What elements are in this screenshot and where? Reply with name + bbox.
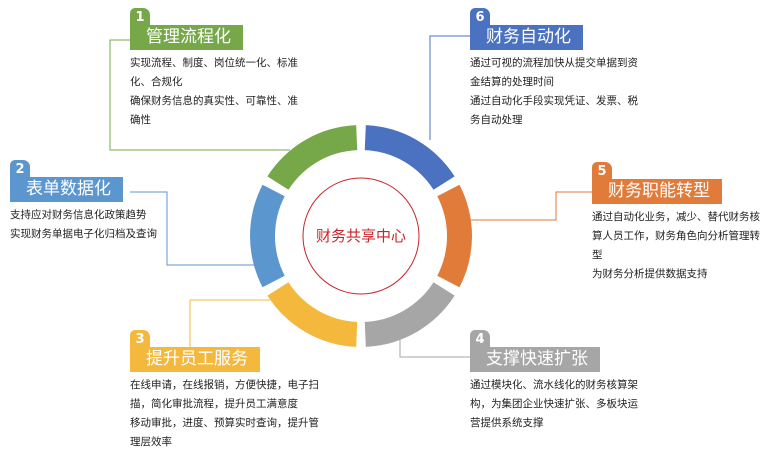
description-line: 理层效率 bbox=[130, 436, 172, 448]
feature-title: 管理流程化 bbox=[130, 25, 243, 50]
donut-segment-3 bbox=[267, 282, 358, 347]
feature-title: 财务职能转型 bbox=[592, 179, 722, 204]
description-line: 在线申请，在线报销，方便快捷，电子扫 bbox=[130, 379, 319, 391]
description-line: 通过可视的流程加快从提交单据到资 bbox=[470, 57, 638, 69]
connector-1 bbox=[109, 39, 290, 151]
donut-segment-5 bbox=[437, 184, 472, 288]
donut-segment-4 bbox=[364, 282, 455, 347]
feature-description: 支持应对财务信息化政策趋势实现财务单据电子化归档及查询 bbox=[10, 206, 157, 244]
donut-segment-2 bbox=[250, 184, 285, 288]
description-line: 支持应对财务信息化政策趋势 bbox=[10, 209, 147, 221]
description-line: 算人员工作，财务角色向分析管理转 bbox=[592, 230, 760, 242]
description-line: 通过模块化、流水线化的财务核算架 bbox=[470, 379, 638, 391]
feature-title: 财务自动化 bbox=[470, 25, 583, 50]
description-line: 描，简化审批流程，提升员工满意度 bbox=[130, 398, 298, 410]
number-badge: 5 bbox=[592, 162, 612, 182]
connector-5 bbox=[470, 191, 592, 221]
description-line: 通过自动化业务，减少、替代财务核 bbox=[592, 211, 760, 223]
connector-lines bbox=[109, 35, 592, 358]
connector-6 bbox=[429, 35, 472, 140]
description-line: 确保财务信息的真实性、可靠性、准 bbox=[130, 95, 298, 107]
feature-description: 通过模块化、流水线化的财务核算架构，为集团企业快速扩张、多板块运营提供系统支撑 bbox=[470, 376, 638, 433]
feature-description: 通过可视的流程加快从提交单据到资金结算的处理时间通过自动化手段实现凭证、发票、税… bbox=[470, 54, 638, 130]
donut-segment-1 bbox=[267, 125, 358, 190]
feature-title: 表单数据化 bbox=[10, 177, 123, 202]
description-line: 型 bbox=[592, 249, 603, 261]
description-line: 营提供系统支撑 bbox=[470, 417, 544, 429]
description-line: 化、合规化 bbox=[130, 76, 183, 88]
center-ring bbox=[302, 177, 420, 295]
description-line: 为财务分析提供数据支持 bbox=[592, 268, 708, 280]
description-line: 确性 bbox=[130, 114, 151, 126]
feature-title: 支撑快速扩张 bbox=[470, 347, 600, 372]
number-badge: 4 bbox=[470, 330, 490, 350]
description-line: 实现财务单据电子化归档及查询 bbox=[10, 228, 157, 240]
description-line: 务自动处理 bbox=[470, 114, 523, 126]
donut-segment-6 bbox=[364, 125, 455, 190]
description-line: 实现流程、制度、岗位统一化、标准 bbox=[130, 57, 298, 69]
number-badge: 6 bbox=[470, 8, 490, 28]
connector-2 bbox=[130, 191, 255, 266]
feature-description: 实现流程、制度、岗位统一化、标准化、合规化确保财务信息的真实性、可靠性、准确性 bbox=[130, 54, 298, 130]
feature-description: 在线申请，在线报销，方便快捷，电子扫描，简化审批流程，提升员工满意度移动审批，进… bbox=[130, 376, 319, 452]
number-badge: 3 bbox=[130, 330, 150, 350]
center-title: 财务共享中心 bbox=[315, 227, 406, 245]
feature-title: 提升员工服务 bbox=[130, 347, 260, 372]
description-line: 移动审批，进度、预算实时查询，提升管 bbox=[130, 417, 319, 429]
description-line: 金结算的处理时间 bbox=[470, 76, 554, 88]
feature-description: 通过自动化业务，减少、替代财务核算人员工作，财务角色向分析管理转型为财务分析提供… bbox=[592, 208, 760, 284]
connector-3 bbox=[189, 299, 270, 350]
number-badge: 1 bbox=[130, 8, 150, 28]
description-line: 通过自动化手段实现凭证、发票、税 bbox=[470, 95, 638, 107]
description-line: 构，为集团企业快速扩张、多板块运 bbox=[470, 398, 638, 410]
number-badge: 2 bbox=[10, 160, 30, 180]
